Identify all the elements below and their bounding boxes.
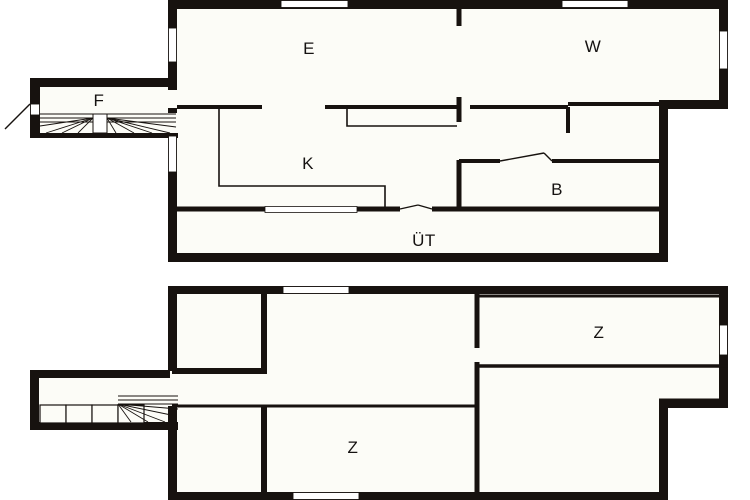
room-label-z-upper: Z	[594, 323, 605, 342]
room-label-e: E	[303, 39, 315, 58]
room-label-k: K	[302, 154, 314, 173]
upper-level-interior-walls	[177, 0, 659, 212]
room-label-z-lower: Z	[348, 438, 359, 457]
room-label-f: F	[94, 91, 105, 110]
lower-level-windows	[282, 286, 728, 500]
room-label-b: B	[551, 180, 563, 199]
door-utility-swing	[399, 204, 419, 210]
upper-level-windows	[30, 0, 728, 213]
door-entry-upper	[4, 103, 31, 130]
lower-level-group: Z Z	[30, 286, 728, 500]
door-bathroom-swing	[499, 152, 545, 162]
room-label-w: W	[585, 37, 602, 56]
lower-annex-walls	[30, 370, 178, 430]
upper-level-group: E W F K B ÜT	[4, 0, 728, 262]
lower-level-floor-fill	[30, 286, 728, 500]
stair-lower-level	[39, 395, 179, 424]
lower-level-interior-walls	[172, 290, 728, 500]
upper-level-floor-fill	[30, 0, 728, 262]
room-label-ut: ÜT	[412, 231, 436, 250]
stair-upper-level	[39, 113, 178, 134]
upper-level-doors	[4, 103, 553, 210]
kitchen-counters	[218, 108, 457, 207]
